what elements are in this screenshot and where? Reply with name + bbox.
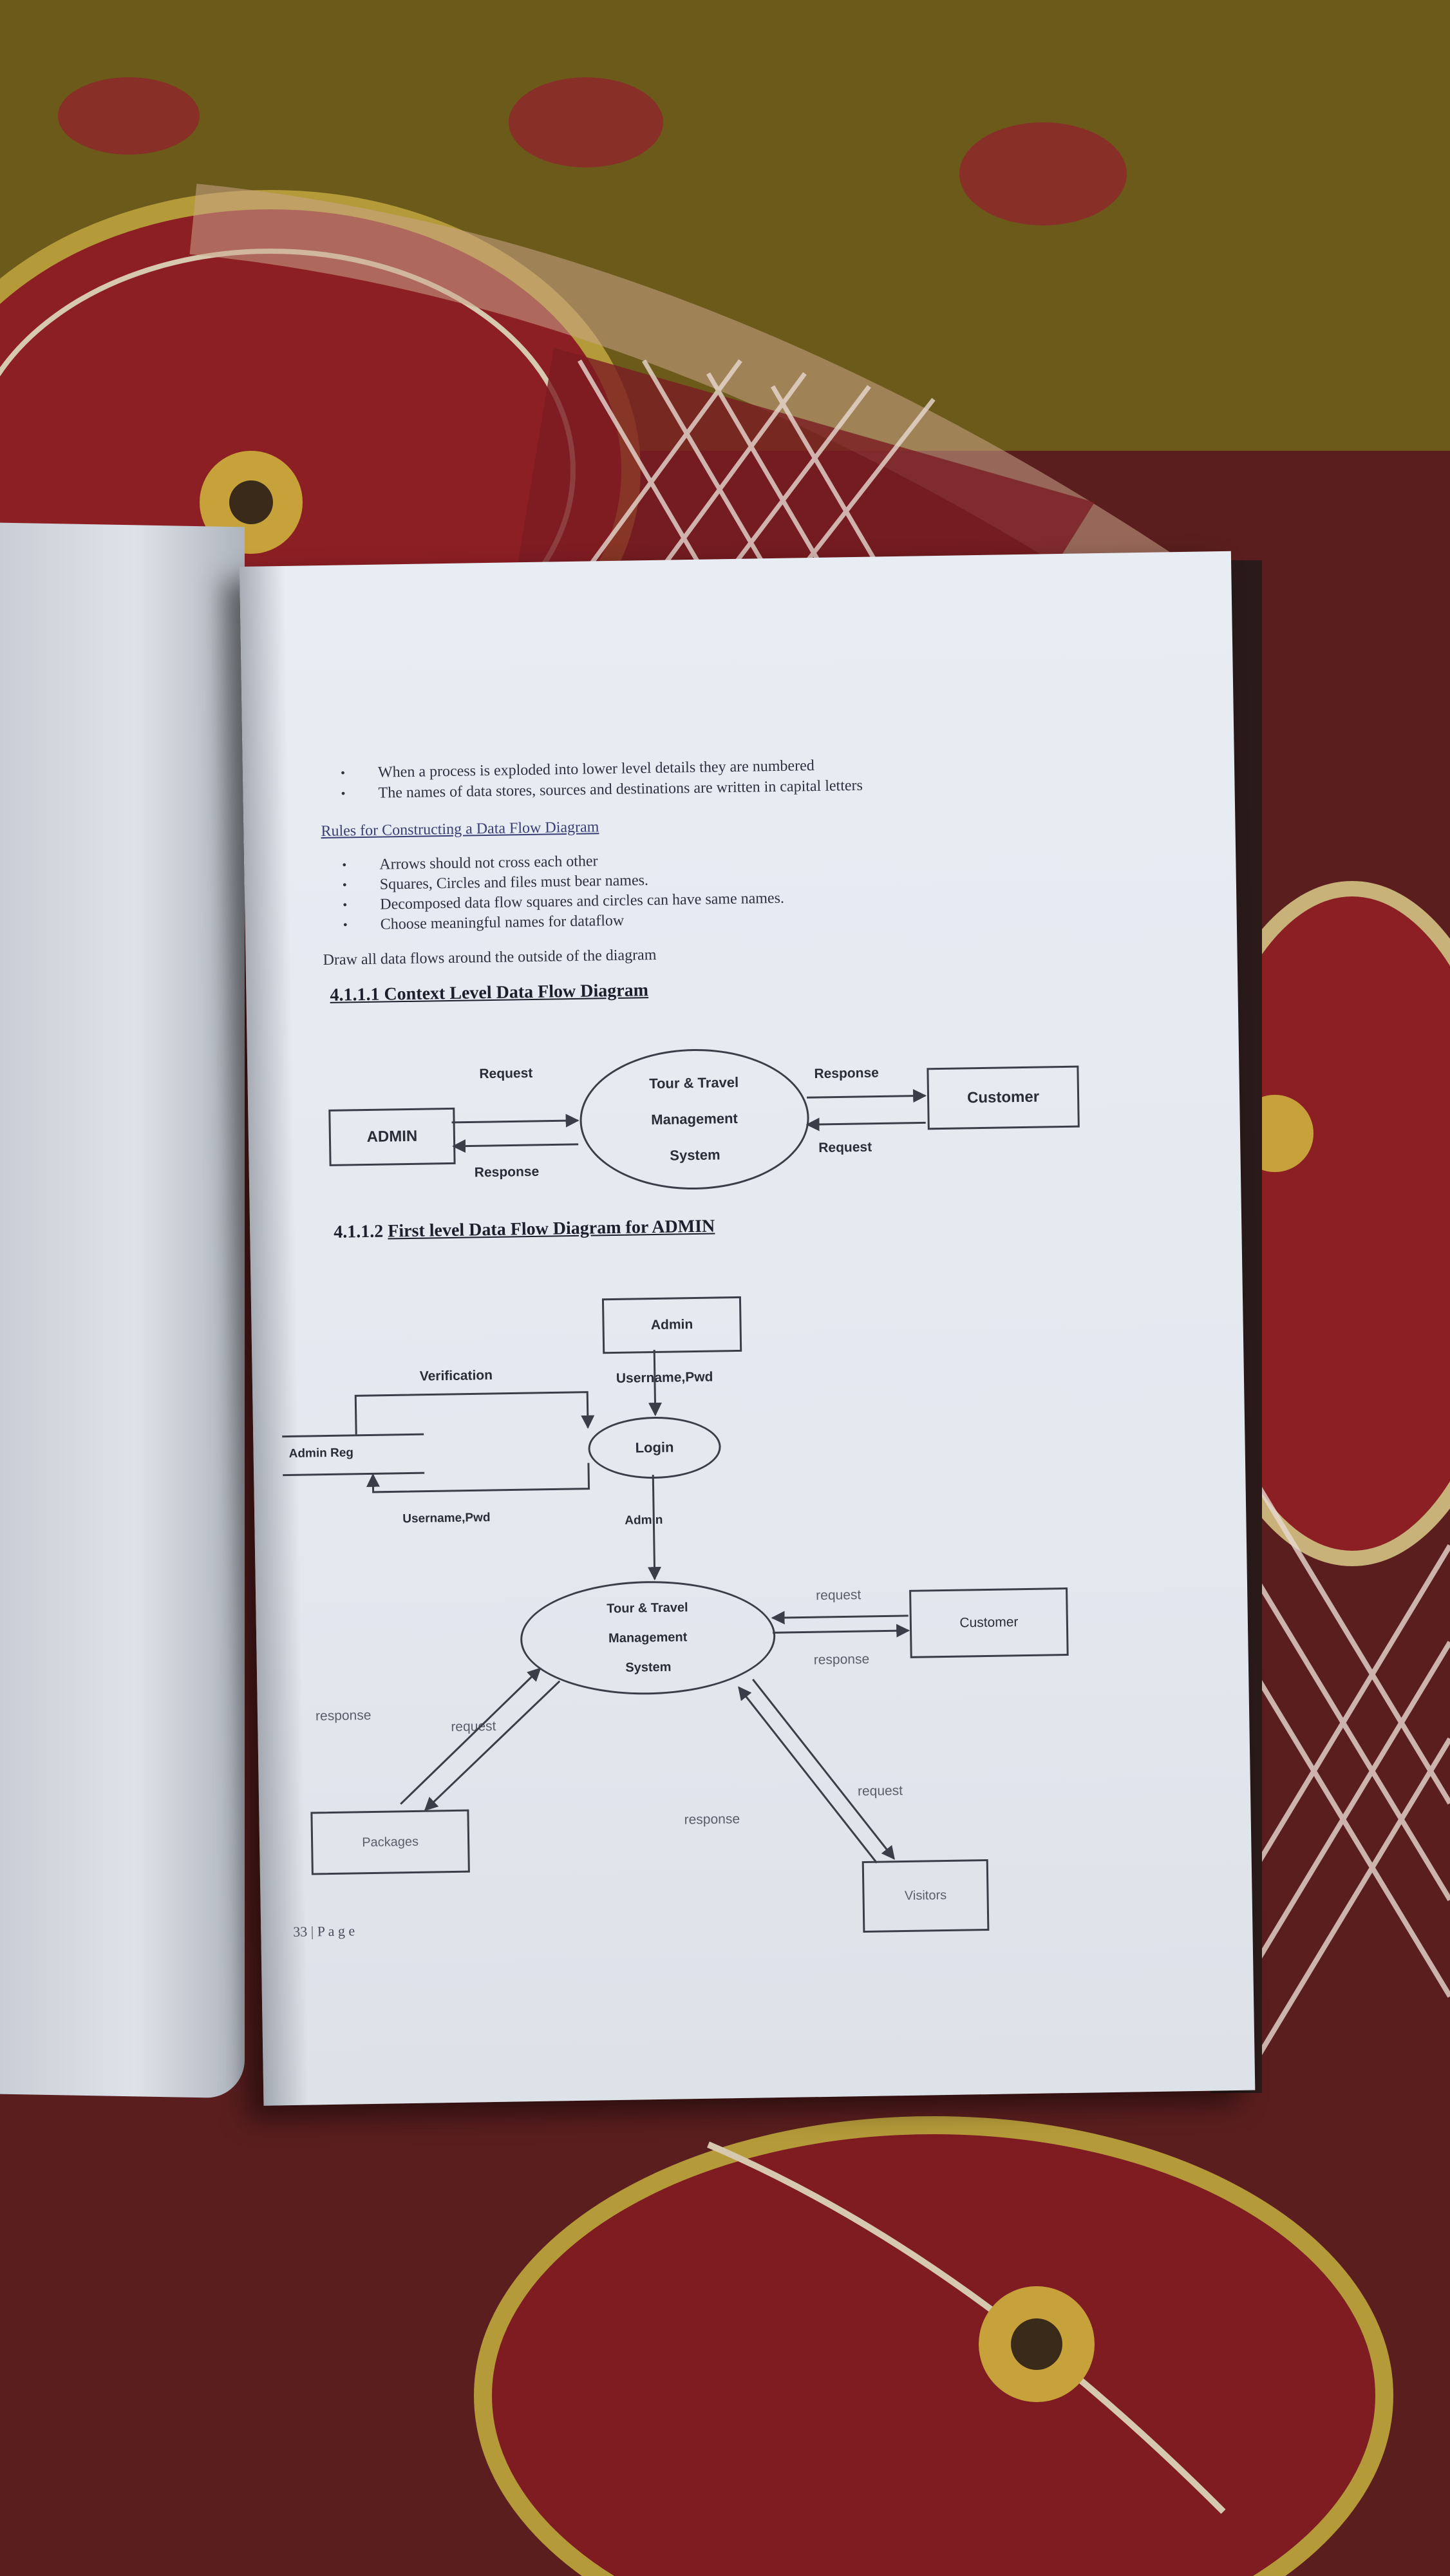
fl-admin-to-login-arrow — [648, 1350, 662, 1417]
page-footer: 33 | P a g e — [293, 1922, 355, 1940]
fl-verification-arrow — [354, 1391, 595, 1435]
fl-login-to-reg-arrow — [366, 1463, 590, 1493]
context-admin-response-arrow — [452, 1139, 579, 1153]
dfd-arrows — [354, 1089, 927, 1864]
fl-visitors-request-arrow — [752, 1678, 895, 1860]
context-customer-response-arrow — [807, 1089, 927, 1103]
fl-packages-request-arrow — [424, 1680, 561, 1812]
fl-login-to-process-arrow — [647, 1475, 661, 1581]
document-page: When a process is exploded into lower le… — [240, 551, 1256, 2106]
context-admin-request-arrow — [451, 1113, 579, 1128]
fl-packages-response-arrow — [400, 1667, 541, 1805]
fl-customer-request-arrow — [771, 1611, 909, 1625]
book-left-page-edge — [0, 522, 245, 2099]
context-customer-request-arrow — [805, 1117, 926, 1132]
fl-visitors-response-arrow — [738, 1686, 878, 1864]
fl-customer-response-arrow — [773, 1624, 910, 1638]
